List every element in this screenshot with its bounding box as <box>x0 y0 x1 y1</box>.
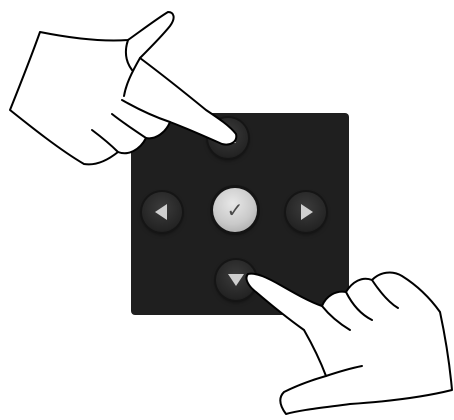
hand-bottom-right-icon <box>246 273 452 414</box>
hand-top-left-icon <box>10 12 236 164</box>
